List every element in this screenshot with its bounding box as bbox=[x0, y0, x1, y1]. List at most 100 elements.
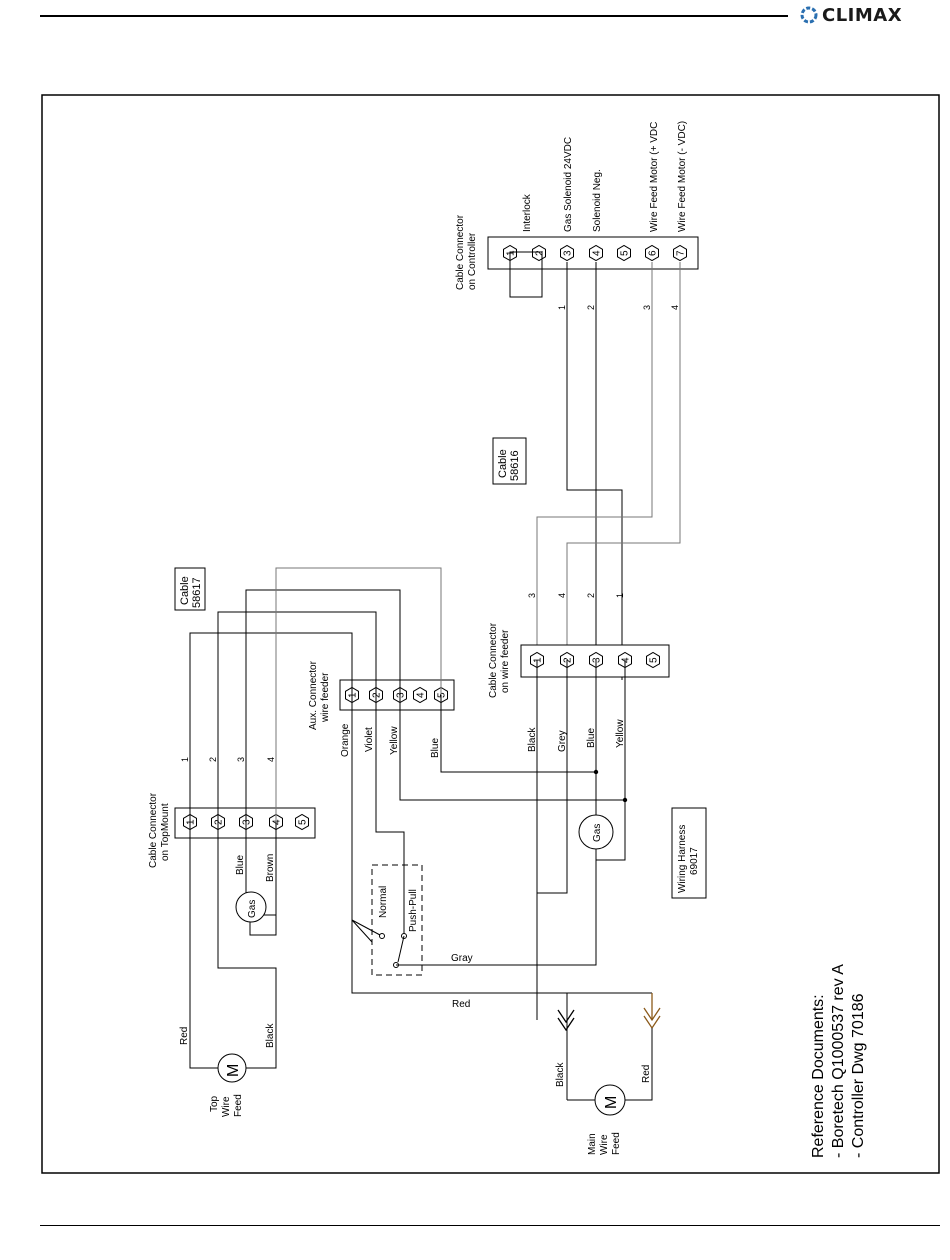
pin-number: 3 bbox=[592, 657, 603, 663]
wire-wf-yellow bbox=[595, 660, 626, 861]
pin-2: 2 bbox=[532, 244, 546, 262]
cable-58617-label: Cable bbox=[179, 576, 191, 605]
aux-color-violet: Violet bbox=[364, 727, 375, 752]
switch-terminal-normal bbox=[379, 933, 385, 939]
pin-4: 4 bbox=[413, 686, 427, 704]
harness-gas-valve bbox=[578, 814, 614, 850]
pin-label-gas-solenoid: Gas Solenoid 24VDC bbox=[563, 137, 574, 232]
wire-tm-gas-return bbox=[249, 914, 277, 936]
tm-wire-num: 2 bbox=[208, 757, 218, 762]
wire-aux-yellow bbox=[399, 695, 625, 801]
black-plug-connector bbox=[557, 1009, 575, 1032]
pin-number: 4 bbox=[416, 692, 427, 698]
main-wire-feed-motor bbox=[594, 1084, 626, 1116]
pin-number: 7 bbox=[676, 250, 687, 256]
drawing-frame bbox=[41, 94, 940, 1174]
reference-doc-2: - Controller Dwg 70186 bbox=[850, 993, 867, 1158]
top-motor-symbol: M bbox=[225, 1064, 242, 1077]
pin-hexagon bbox=[646, 651, 660, 669]
switch-enclosure bbox=[371, 864, 423, 976]
main-motor-red: Red bbox=[641, 1065, 652, 1083]
wire-gray bbox=[396, 680, 597, 966]
pin-number: 4 bbox=[621, 657, 632, 663]
wire-motor-pos bbox=[536, 262, 653, 660]
pin-label-motor-pos: Wire Feed Motor (+ VDC bbox=[649, 122, 660, 232]
pin-hexagon bbox=[673, 244, 687, 262]
pin-number: 1 bbox=[533, 657, 544, 663]
cable-58617-number: 58617 bbox=[191, 577, 203, 608]
wf-color-black: Black bbox=[527, 727, 538, 752]
wf-wire-num: 3 bbox=[527, 593, 537, 598]
topmount-connector-subtitle: on TopMount bbox=[160, 803, 171, 861]
switch-pushpull-label: Push-Pull bbox=[408, 889, 419, 932]
wire-red-label: Red bbox=[452, 999, 470, 1010]
climax-logo: CLIMAX bbox=[800, 4, 902, 26]
pin-4: 4 bbox=[589, 244, 603, 262]
pin-hexagon bbox=[413, 686, 427, 704]
pin-number: 2 bbox=[214, 819, 225, 825]
top-wire-feed-label: Top bbox=[209, 1095, 220, 1112]
pin-6: 6 bbox=[645, 244, 659, 262]
pin-hexagon bbox=[560, 244, 574, 262]
main-wire-feed-label: Wire bbox=[599, 1134, 610, 1155]
switch-normal-contact bbox=[351, 919, 381, 936]
pin-3: 3 bbox=[560, 244, 574, 262]
pin-hexagon bbox=[295, 813, 309, 831]
wire-cable58617-4 bbox=[275, 567, 442, 822]
pin-number: 3 bbox=[563, 250, 574, 256]
tm-wire-num: 3 bbox=[236, 757, 246, 762]
wf-color-grey: Grey bbox=[557, 730, 568, 752]
wire-top-motor-black bbox=[217, 822, 277, 1069]
cable-58617-box bbox=[174, 567, 206, 611]
pin-5: 5 bbox=[617, 244, 631, 262]
wire-gray-label: Gray bbox=[451, 953, 473, 964]
pin-5: 5 bbox=[295, 813, 309, 831]
pin-hexagon bbox=[589, 244, 603, 262]
wire-aux-violet bbox=[375, 695, 405, 935]
pin-number: 3 bbox=[396, 692, 407, 698]
pin-number: 1 bbox=[506, 250, 517, 256]
wiring-harness-box bbox=[671, 807, 707, 899]
topmount-connector-title: Cable Connector bbox=[148, 792, 159, 868]
main-motor-black: Black bbox=[555, 1062, 566, 1087]
wiring-harness-label: Wiring Harness bbox=[677, 825, 688, 893]
wire-gas-solenoid bbox=[566, 262, 623, 680]
pin-number: 1 bbox=[186, 819, 197, 825]
wire-cable58617-3 bbox=[245, 589, 401, 822]
pin-number: 5 bbox=[437, 692, 448, 698]
cable-58616-label: Cable bbox=[497, 449, 509, 478]
wiring-harness-number: 69017 bbox=[689, 847, 700, 875]
wirefeeder-connector-subtitle: on wire feeder bbox=[500, 629, 511, 693]
pin-7: 7 bbox=[673, 244, 687, 262]
pin-label-solenoid-neg: Solenoid Neg. bbox=[592, 169, 603, 232]
pin-5: 5 bbox=[646, 651, 660, 669]
pin-number: 5 bbox=[649, 657, 660, 663]
wire-cable58617-1 bbox=[189, 632, 353, 822]
top-wire-feed-label: Feed bbox=[233, 1094, 244, 1117]
top-motor-red: Red bbox=[179, 1027, 190, 1045]
switch-normal-label: Normal bbox=[378, 886, 389, 918]
aux-color-orange: Orange bbox=[340, 723, 351, 757]
ctrl-wire-num: 3 bbox=[642, 305, 652, 310]
wire-wf-grey bbox=[537, 660, 568, 894]
pin-label-interlock: Interlock bbox=[522, 193, 533, 232]
wire-top-motor-red bbox=[189, 822, 218, 1069]
wire-cable58617-2 bbox=[217, 611, 377, 822]
wire-red bbox=[351, 920, 652, 994]
controller-connector-subtitle: on Controller bbox=[467, 232, 478, 290]
main-motor-symbol: M bbox=[603, 1096, 620, 1109]
top-motor-black: Black bbox=[265, 1023, 276, 1048]
tm-color-brown: Brown bbox=[265, 854, 276, 882]
pin-number: 1 bbox=[348, 692, 359, 698]
tm-wire-num: 1 bbox=[180, 757, 190, 762]
wire-main-motor-red bbox=[624, 1028, 653, 1101]
reference-doc-1: - Boretech Q1000537 rev A bbox=[830, 964, 847, 1158]
main-wire-feed-label: Feed bbox=[611, 1132, 622, 1155]
ctrl-wire-num: 4 bbox=[670, 305, 680, 310]
wire-motor-neg bbox=[566, 262, 681, 660]
pin-number: 4 bbox=[592, 250, 603, 256]
main-wire-feed-label: Main bbox=[587, 1133, 598, 1155]
ctrl-wire-num: 2 bbox=[586, 305, 596, 310]
